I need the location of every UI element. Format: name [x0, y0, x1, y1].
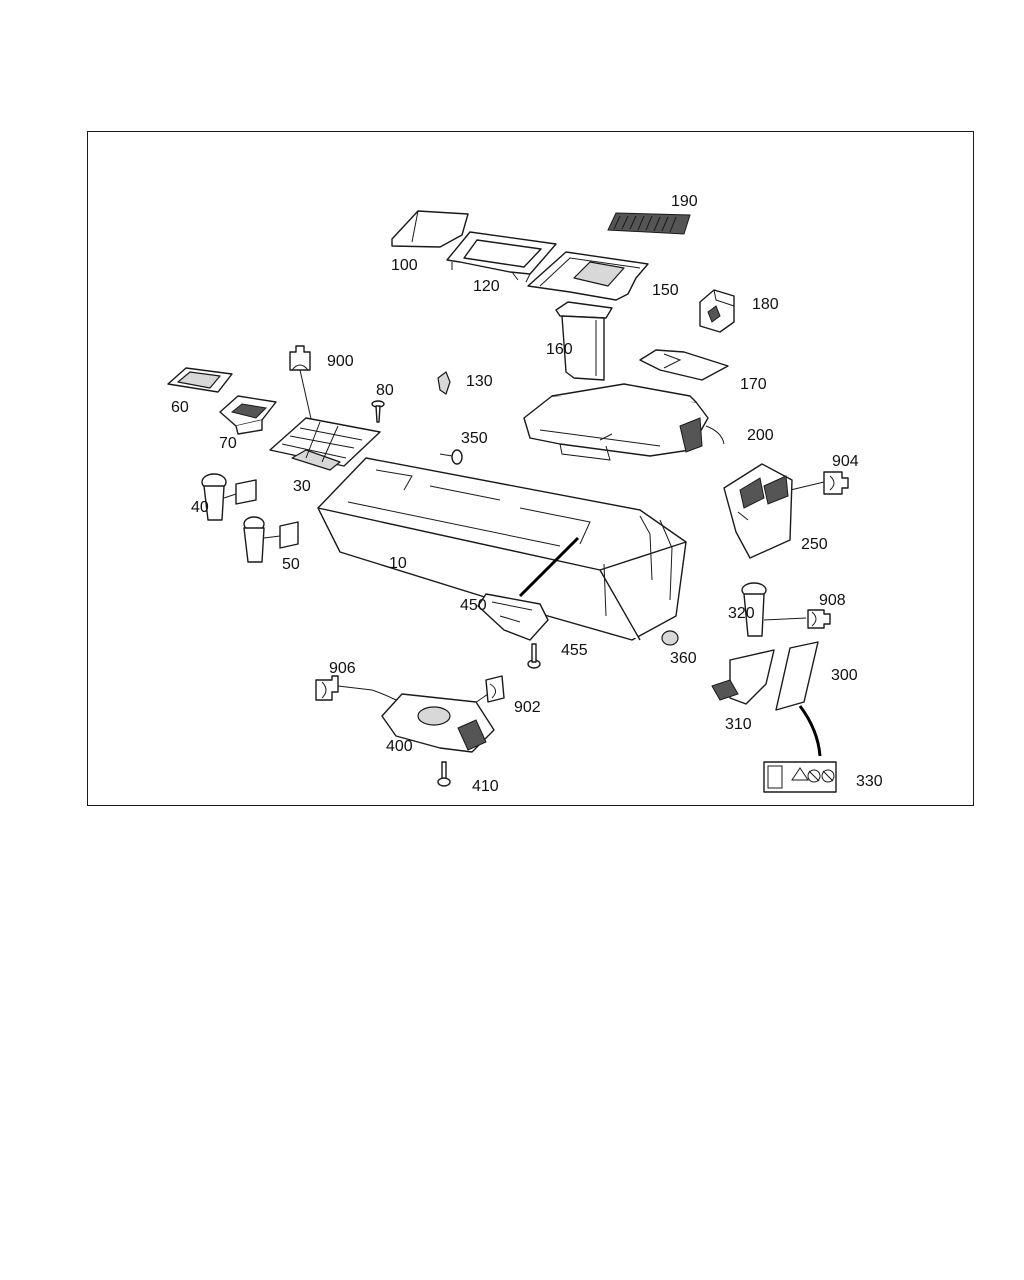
- part-160-cup-insert: [555, 301, 613, 381]
- label-130: 130: [466, 373, 493, 390]
- label-40: 40: [191, 499, 209, 516]
- part-320-switch: [741, 582, 807, 637]
- label-70: 70: [219, 435, 237, 452]
- part-100-lid: [391, 210, 469, 248]
- label-190: 190: [671, 193, 698, 210]
- label-360: 360: [670, 650, 697, 667]
- part-906-connector: [315, 675, 397, 701]
- label-904: 904: [832, 453, 859, 470]
- part-80-screw: [371, 400, 385, 423]
- label-900: 900: [327, 353, 354, 370]
- part-330-warning-label: [763, 761, 837, 793]
- label-10: 10: [389, 555, 407, 572]
- part-902-connector: [461, 675, 505, 713]
- part-400-shifter-base: [381, 693, 495, 753]
- part-10-console: [317, 457, 687, 641]
- part-250-rear-vent: [723, 463, 793, 559]
- diagram-frame: [87, 131, 974, 806]
- label-150: 150: [652, 282, 679, 299]
- label-450: 450: [460, 597, 487, 614]
- part-130-clip: [437, 371, 451, 395]
- part-350-screw: [439, 449, 463, 465]
- label-320: 320: [728, 605, 755, 622]
- label-908: 908: [819, 592, 846, 609]
- label-50: 50: [282, 556, 300, 573]
- label-455: 455: [561, 642, 588, 659]
- part-360-nut: [661, 630, 679, 646]
- label-902: 902: [514, 699, 541, 716]
- part-50-socket: [243, 516, 299, 563]
- label-250: 250: [801, 536, 828, 553]
- part-180-switch: [699, 289, 735, 333]
- part-310-ashtray: [711, 649, 775, 705]
- part-450-bracket: [477, 593, 549, 641]
- part-190-grille: [607, 212, 691, 235]
- part-60-tray-mat: [167, 367, 233, 393]
- label-100: 100: [391, 257, 418, 274]
- part-904-connector: [781, 471, 849, 495]
- part-40-socket: [201, 473, 257, 521]
- label-180: 180: [752, 296, 779, 313]
- part-30-bracket: [269, 417, 381, 471]
- label-200: 200: [747, 427, 774, 444]
- label-300: 300: [831, 667, 858, 684]
- label-30: 30: [293, 478, 311, 495]
- label-400: 400: [386, 738, 413, 755]
- part-455-screw: [527, 643, 541, 669]
- part-200-armrest: [523, 383, 725, 461]
- label-330: 330: [856, 773, 883, 790]
- part-labels: 10 30 40 50 60 70 80 100 120 130 150 160…: [171, 193, 883, 795]
- label-60: 60: [171, 399, 189, 416]
- part-70-tray: [219, 395, 277, 435]
- part-300-panel: [775, 641, 822, 757]
- label-310: 310: [725, 716, 752, 733]
- label-906: 906: [329, 660, 356, 677]
- label-410: 410: [472, 778, 499, 795]
- part-150-cover: [527, 251, 649, 301]
- label-160: 160: [546, 341, 573, 358]
- part-410-screw: [437, 761, 451, 787]
- label-120: 120: [473, 278, 500, 295]
- part-170-mat: [639, 349, 729, 381]
- label-80: 80: [376, 382, 394, 399]
- part-120-frame: [446, 231, 557, 283]
- part-908-connector: [807, 609, 831, 629]
- label-350: 350: [461, 430, 488, 447]
- label-170: 170: [740, 376, 767, 393]
